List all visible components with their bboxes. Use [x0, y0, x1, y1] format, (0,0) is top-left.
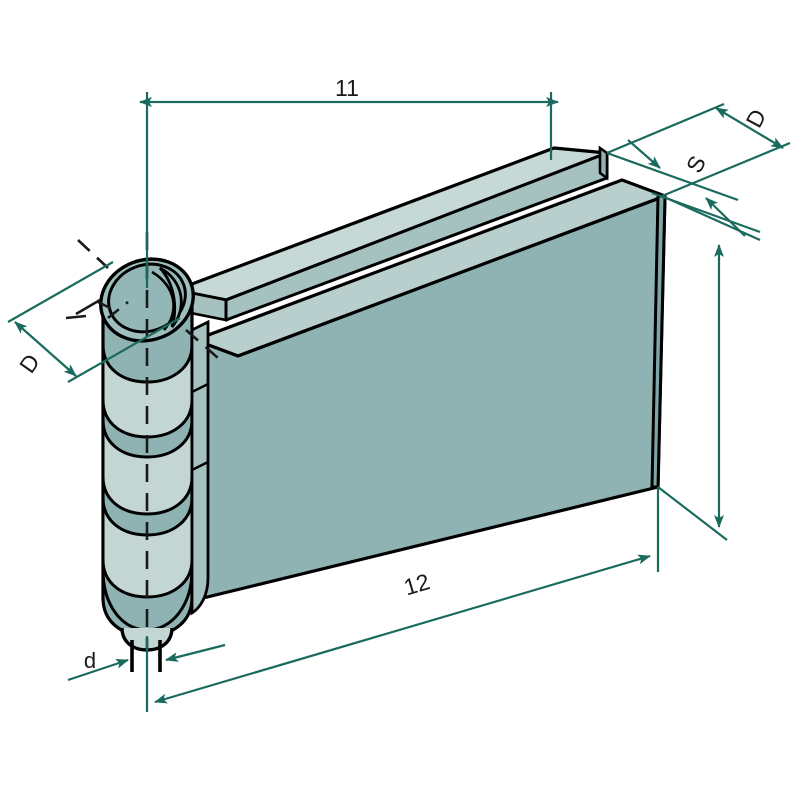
dim-d-arrow-left: [67, 658, 129, 682]
right-height-dimension: [657, 194, 761, 541]
knuckle-bore-crescent: [158, 266, 183, 328]
dim-12-line: [154, 554, 651, 704]
dim-height-guide-top: [661, 194, 761, 242]
knuckle-centerline: [65, 232, 219, 652]
bore-tick-a: [107, 300, 129, 320]
bore-tick-c: [65, 314, 87, 320]
knuckle-diameter-dimension: D: [7, 261, 181, 383]
dim-11-label: 11: [335, 75, 359, 101]
dim-D-left-ext-2: [67, 317, 181, 383]
upper-leaf-right-cap: [598, 145, 609, 181]
dim-D-right-line: [715, 107, 784, 149]
knuckle-web-line-2: [191, 460, 209, 472]
dim-S-arrow-upper: [627, 139, 661, 169]
dim-D-right-ext-1: [606, 102, 725, 155]
dim-D-left-ext-1: [7, 261, 114, 323]
bore-tick-b: [97, 300, 119, 314]
dim-height-guide-bottom: [657, 486, 728, 541]
bore-tick-d: [75, 298, 101, 316]
centerline-axis-upper-left: [77, 239, 109, 269]
hinge-knuckle: [99, 257, 210, 638]
knuckle-web-line-1: [191, 382, 209, 394]
dim-d-label: d: [84, 648, 96, 673]
bottom-width-dimension: 12: [145, 487, 660, 712]
hinge-assembly: [65, 145, 667, 672]
dim-S-guide-1: [606, 151, 739, 202]
centerline-axis-lower-right: [185, 329, 219, 359]
dim-D-right-ext-2: [661, 141, 791, 198]
top-width-dimension: 11: [139, 75, 559, 288]
dim-D-left-line: [14, 321, 77, 377]
